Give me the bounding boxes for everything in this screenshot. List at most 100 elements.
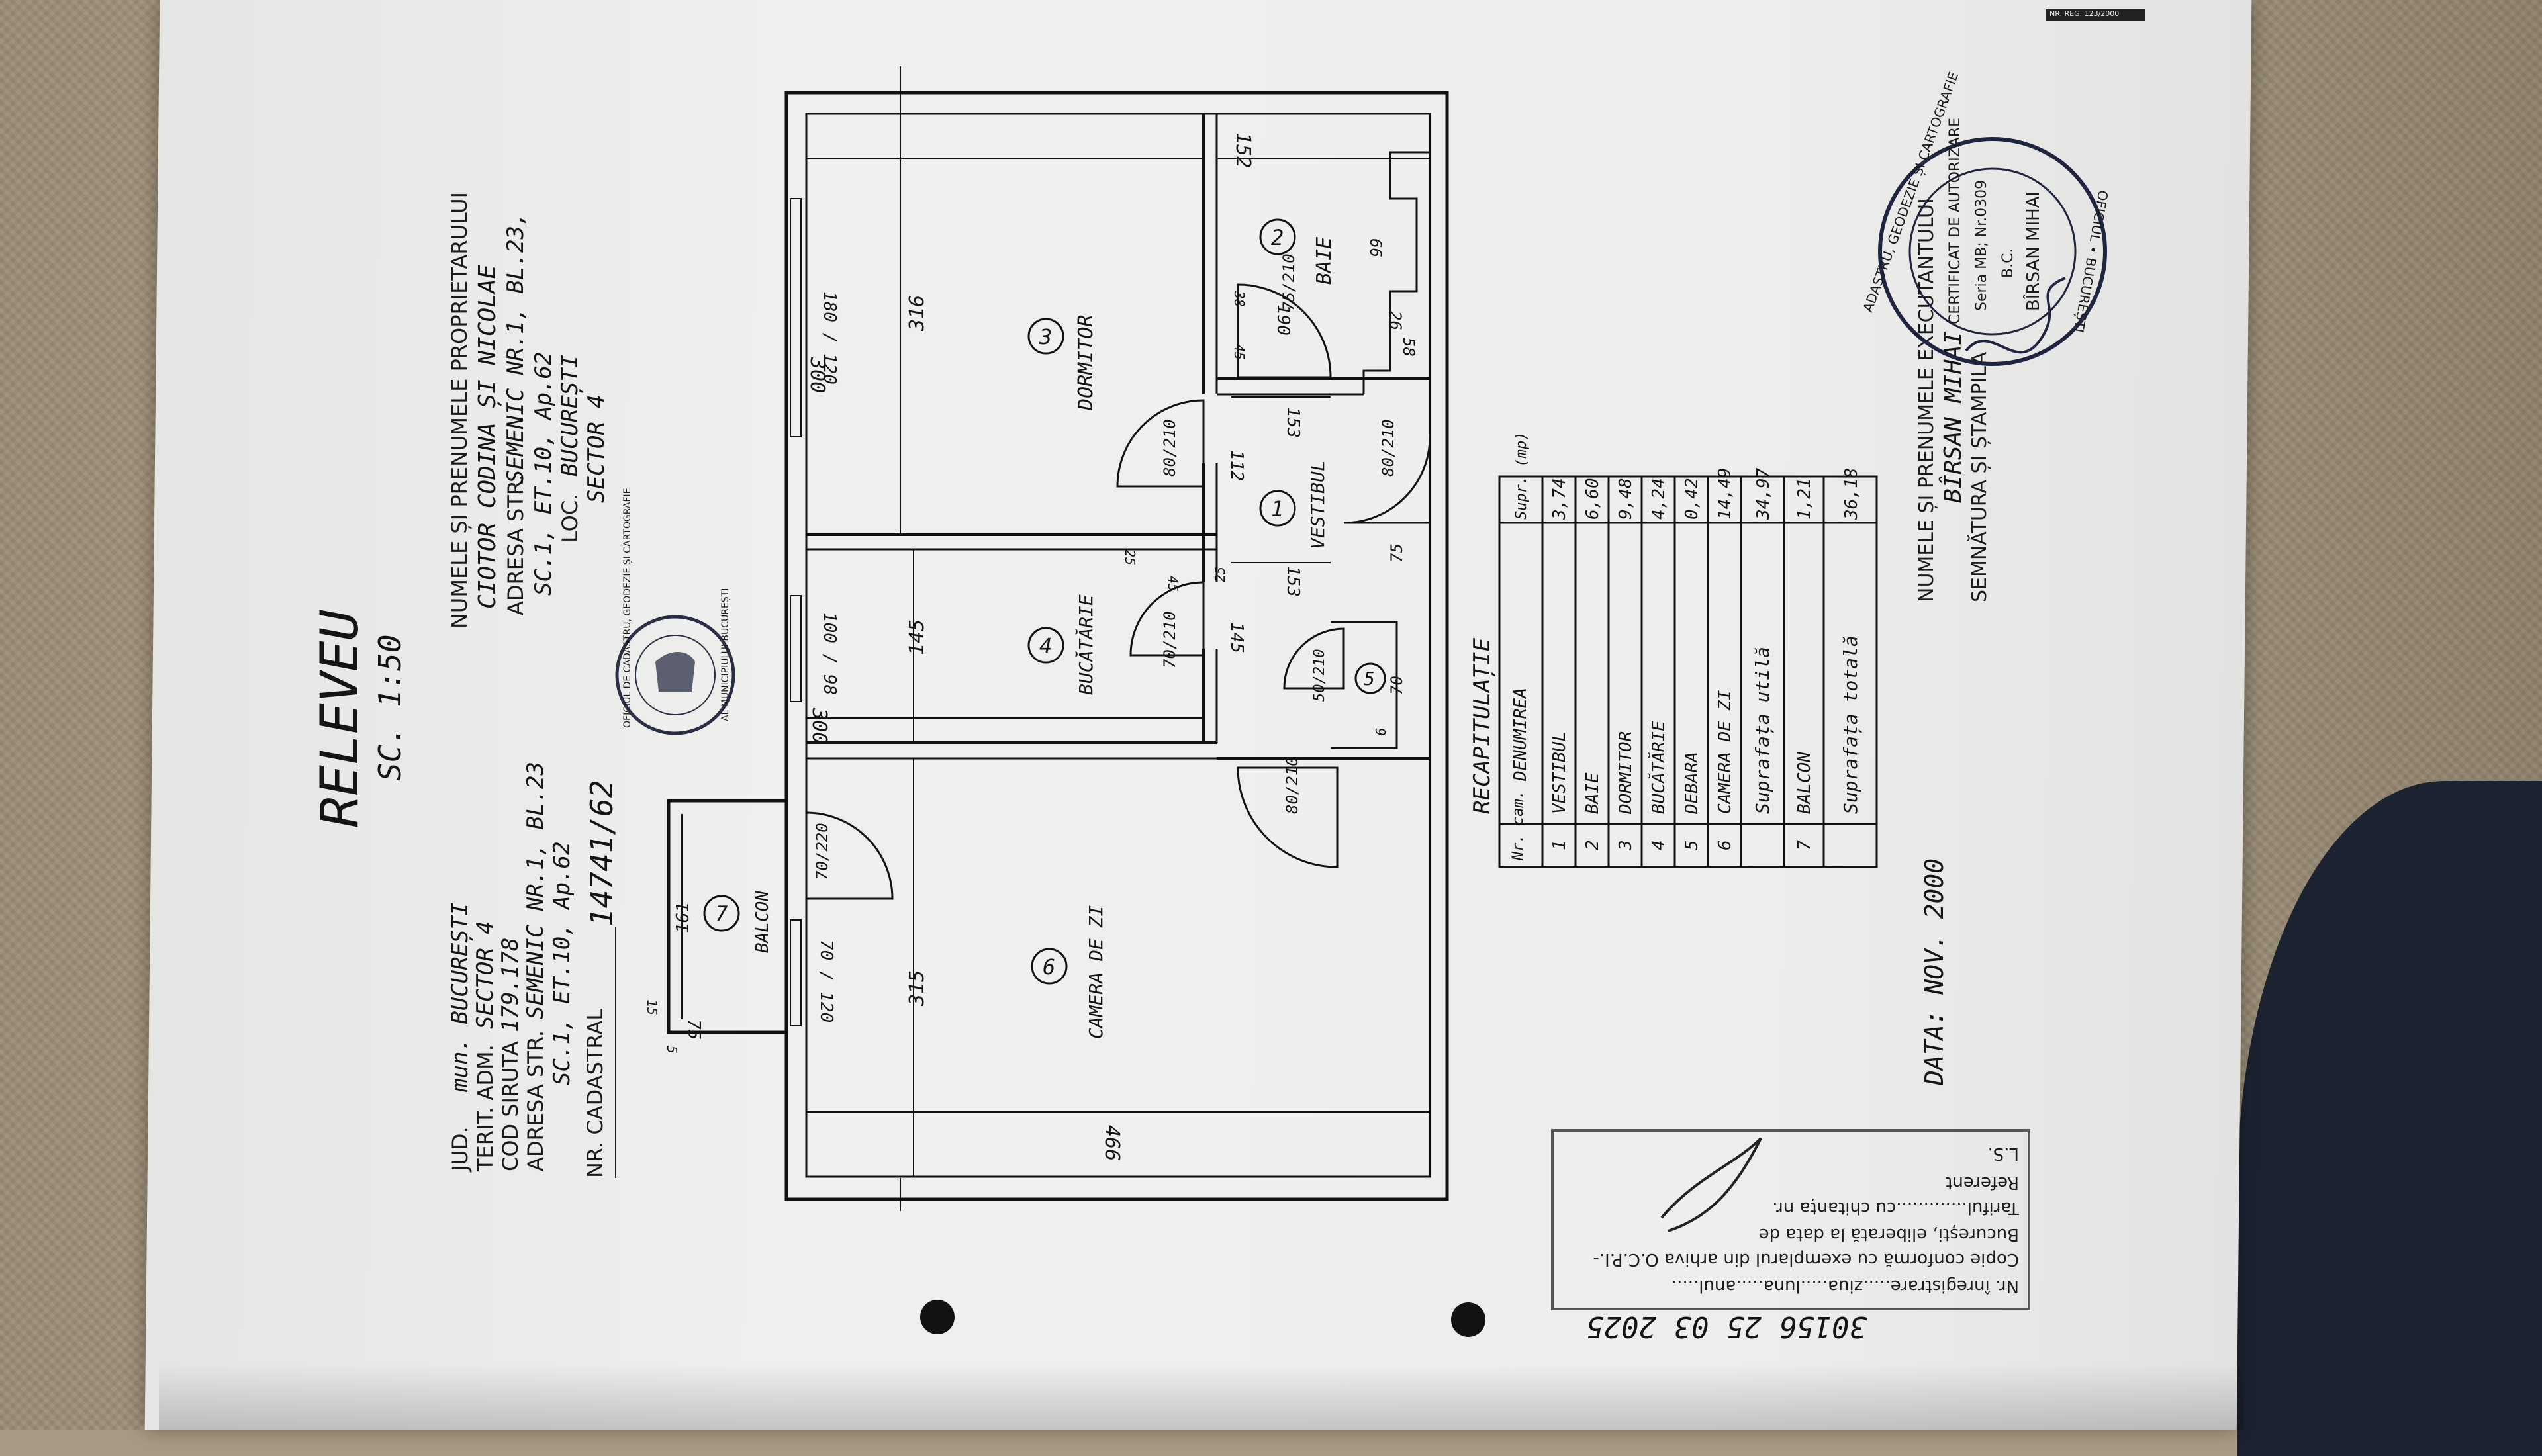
adresa-line2: SC.1, ET.10, Ap.62	[549, 842, 575, 1085]
copy-line4: Tariful.............cu chitanța nr.	[1772, 1198, 2020, 1218]
dim-466: 466	[1100, 1125, 1123, 1161]
nrcad-label: NR. CADASTRAL	[583, 1009, 608, 1178]
owner-loc-value: BUCUREȘTI	[557, 355, 583, 477]
recap-row-sup: 4,24	[1649, 478, 1669, 520]
copy-conformity-box: Nr. înregistrare.....ziua.....luna.....a…	[1551, 1129, 2030, 1343]
window-1: 180 / 120	[820, 291, 839, 385]
adresa-value: SEMENIC NR.1, BL.23	[522, 762, 549, 1019]
door-entry: 80/210	[1379, 419, 1397, 477]
copy-line2: Copie conformă cu exemplarul din arhiva …	[1593, 1250, 2019, 1269]
cod-label: COD SIRUTA	[498, 1041, 523, 1171]
recap-col-sup: Supr. (mp)	[1513, 432, 1530, 520]
ocpi-stamp-bottom: AL MUNICIPIULUI BUCUREȘTI	[720, 588, 731, 721]
recap-row-den: Suprafața totală	[1840, 635, 1862, 814]
room-1-nr: 1	[1271, 496, 1284, 522]
title: RELEVEU	[310, 610, 370, 827]
dim-190: 190	[1273, 304, 1293, 336]
dim-5: 5	[664, 1046, 680, 1054]
jud-label: JUD.	[447, 1126, 473, 1173]
punch-hole	[920, 1300, 955, 1334]
copy-line3: București, eliberată la data de	[1759, 1224, 2019, 1244]
exec-stamp-mid2: Seria MB; Nr.0309	[1973, 180, 1990, 311]
room-7-nr: 7	[715, 901, 728, 927]
recap-row-den: BALCON	[1795, 752, 1814, 814]
dim-25b: 25	[1122, 549, 1138, 565]
door-dormitor: 80/210	[1160, 419, 1179, 477]
dim-75b: 75	[684, 1019, 704, 1040]
recap-col-den: DENUMIREA	[1511, 688, 1530, 782]
recap-row-den: BUCĂTĂRIE	[1648, 721, 1669, 814]
door-labels: 75/210 80/210 80/210 70/210 50/210 80/21…	[813, 253, 1397, 880]
dim-152: 152	[1231, 132, 1254, 168]
dim-15: 15	[644, 999, 660, 1015]
document-date: DATA: NOV. 2000	[1920, 858, 1949, 1086]
jud-value: mun. BUCUREȘTI	[447, 902, 473, 1093]
dim-58: 58	[1399, 338, 1418, 357]
corner-tag	[2046, 9, 2145, 21]
window-labels: 180 / 120 100 / 98 70 / 120	[816, 291, 839, 1023]
recap-row-nr: 2	[1583, 840, 1603, 850]
recap-row-den: DEBARA	[1682, 752, 1702, 815]
executant-label2: SEMNĂTURA ȘI ȘTAMPILA	[1967, 351, 1991, 602]
paper-shadow	[159, 1363, 2244, 1430]
recap-row-nr: 7	[1795, 840, 1814, 850]
dim-38: 38	[1231, 291, 1247, 307]
recap-row-den: Suprafața utilă	[1752, 647, 1774, 814]
dimension-labels: 300 300 152 316 145 315 466 190 66 26 58…	[644, 132, 1418, 1161]
dim-70: 70	[1388, 676, 1406, 695]
header-block: JUD. mun. BUCUREȘTI TERIT. ADM. SECTOR 4…	[447, 762, 620, 1178]
dim-112: 112	[1227, 450, 1247, 481]
adresa-label: ADRESA STR.	[523, 1030, 548, 1171]
dim-26: 26	[1386, 311, 1405, 330]
recap-col-nr: Nr. cam.	[1510, 790, 1527, 861]
recap-row-den: BAIE	[1583, 772, 1603, 814]
dim-145b: 145	[1227, 622, 1247, 653]
dim-75: 75	[1388, 543, 1406, 563]
referent-signature	[1660, 1137, 1762, 1232]
cod-value: 179.178	[497, 938, 524, 1032]
window-2: 100 / 98	[820, 612, 839, 695]
exec-stamp-mid3: B.C.	[2000, 249, 2016, 278]
recap-row-den: CAMERA DE ZI	[1715, 690, 1735, 814]
room-4-name: BUCĂTĂRIE	[1074, 594, 1097, 695]
owner-adresa-value: SEMENIC NR.1, BL.23,	[502, 212, 529, 483]
executant-stamp: ADASTRU, GEODEZIE ȘI CARTOGRAFIE CERTIFI…	[1859, 69, 2111, 366]
owner-label: NUMELE ȘI PRENUMELE PROPRIETARULUI	[447, 192, 472, 629]
dim-66: 66	[1366, 238, 1385, 257]
dim-316: 316	[906, 295, 929, 332]
copy-handwritten: 30156 25 03 2025	[1586, 1310, 1867, 1343]
recap-row-sup: 36,18	[1842, 468, 1861, 520]
recap-row-nr: 6	[1715, 840, 1735, 850]
room-6-name: CAMERA DE ZI	[1085, 905, 1107, 1039]
recap-row-sup: 1,21	[1795, 478, 1814, 520]
coat-of-arms-icon	[655, 652, 695, 692]
recap-row-sup: 6,60	[1583, 478, 1603, 520]
owner-adresa-line2: SC.1, ET.10, Ap.62	[530, 352, 557, 596]
room-labels: 3 DORMITOR 2 BAIE 1 VESTIBUL 4 BUCĂTĂRIE…	[703, 218, 1386, 1039]
recap-row-nr: 5	[1682, 840, 1702, 850]
dim-145: 145	[906, 619, 929, 655]
room-3-name: DORMITOR	[1074, 315, 1098, 412]
dim-153b: 153	[1283, 566, 1303, 597]
recap-row-sup: 9,48	[1616, 478, 1636, 520]
recap-row-sup: 0,42	[1682, 478, 1702, 520]
door-debara: 50/210	[1311, 649, 1328, 702]
door-balcon: 70/220	[813, 823, 831, 880]
recap-row-den: DORMITOR	[1616, 731, 1636, 815]
recap-table: RECAPITULAȚIE Nr. cam. DENUMIREA Supr. (…	[1469, 432, 1878, 868]
recap-row-den: VESTIBUL	[1550, 731, 1570, 814]
dim-161: 161	[673, 902, 693, 933]
room-4-nr: 4	[1039, 633, 1052, 659]
owner-adresa-label: ADRESA STR.	[503, 475, 528, 615]
owner-block: NUMELE ȘI PRENUMELE PROPRIETARULUI CIOTO…	[447, 192, 610, 629]
room-2-nr: 2	[1271, 225, 1284, 250]
floor-plan	[667, 66, 1449, 1211]
recap-row-nr: 4	[1649, 840, 1669, 850]
room-3-nr: 3	[1039, 324, 1052, 349]
owner-sector: SECTOR 4	[583, 394, 610, 503]
recap-row-nr: 3	[1616, 840, 1636, 851]
exec-stamp-mid1: CERTIFICAT DE AUTORIZARE	[1947, 118, 1963, 324]
dim-153a: 153	[1283, 407, 1303, 438]
room-6-nr: 6	[1043, 954, 1055, 979]
